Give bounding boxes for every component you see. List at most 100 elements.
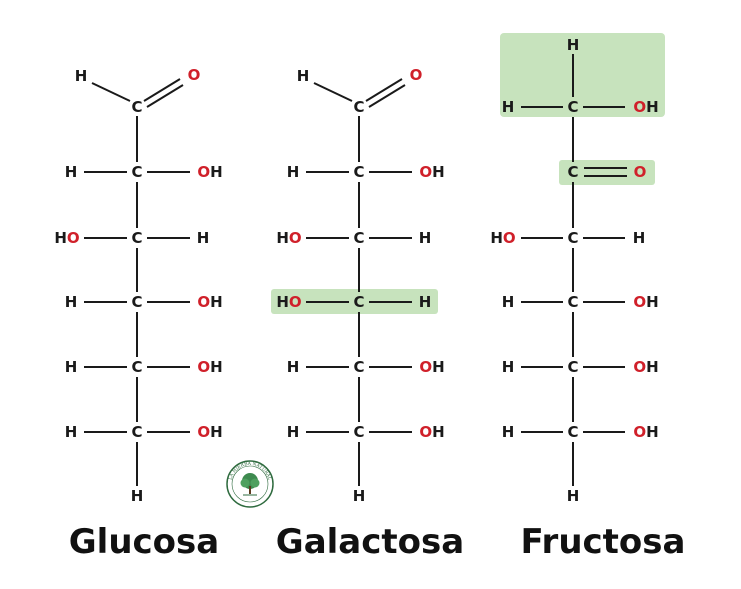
fructosa-structure [521, 54, 627, 486]
atom-h: H [419, 229, 432, 247]
atom-c: C [567, 293, 578, 311]
atom-h: H [353, 487, 366, 505]
atom-h: H [646, 358, 659, 376]
atom-h: H [65, 163, 78, 181]
atom-oh: OH [633, 98, 658, 116]
atom-oh: OH [633, 358, 658, 376]
atom-o: O [419, 163, 432, 181]
atom-h: H [297, 67, 310, 85]
atom-c: C [567, 229, 578, 247]
atom-h: H [276, 229, 289, 247]
atom-h: H [276, 293, 289, 311]
atom-h: H [502, 98, 515, 116]
atom-c: C [567, 163, 578, 181]
atom-ho: HO [276, 293, 301, 311]
atom-oh: OH [197, 293, 222, 311]
atom-h: H [490, 229, 503, 247]
atom-h: H [567, 487, 580, 505]
atom-o: O [289, 229, 302, 247]
atom-c: C [131, 293, 142, 311]
atom-oh: OH [633, 293, 658, 311]
atom-o: O [419, 358, 432, 376]
galactosa-highlight [271, 289, 438, 314]
tree-icon [240, 473, 260, 496]
atom-c: C [353, 98, 364, 116]
atom-o: O [634, 163, 647, 181]
atom-o: O [419, 423, 432, 441]
galactosa-label: Galactosa [276, 522, 464, 562]
fructosa-top-highlight [500, 33, 665, 117]
glucosa-structure [84, 78, 190, 486]
atom-h: H [502, 358, 515, 376]
atom-h: H [502, 293, 515, 311]
atom-c: C [353, 229, 364, 247]
atom-oh: OH [197, 358, 222, 376]
atom-h: H [502, 423, 515, 441]
atom-h: H [419, 293, 432, 311]
atom-c: C [567, 358, 578, 376]
atom-h: H [646, 423, 659, 441]
atom-h: H [65, 293, 78, 311]
fructosa-ketone-highlight [559, 160, 655, 185]
atom-h: H [432, 358, 445, 376]
galactosa-structure [306, 78, 412, 486]
atom-h: H [287, 358, 300, 376]
glucosa-label: Glucosa [69, 522, 219, 562]
atom-oh: OH [633, 423, 658, 441]
atom-o: O [197, 423, 210, 441]
atom-oh: OH [419, 423, 444, 441]
atom-c: C [567, 98, 578, 116]
atom-h: H [131, 487, 144, 505]
atom-h: H [633, 229, 646, 247]
atom-c: C [131, 98, 142, 116]
atom-h: H [567, 36, 580, 54]
atom-oh: OH [197, 423, 222, 441]
atom-c: C [353, 358, 364, 376]
atom-o: O [633, 293, 646, 311]
atom-h: H [646, 293, 659, 311]
atom-h: H [646, 98, 659, 116]
atom-h: H [75, 67, 88, 85]
atom-o: O [410, 66, 423, 84]
atom-o: O [633, 98, 646, 116]
atom-h: H [287, 163, 300, 181]
atom-c: C [131, 163, 142, 181]
fructosa-label: Fructosa [521, 522, 686, 562]
atom-o: O [197, 163, 210, 181]
atom-o: O [197, 293, 210, 311]
atom-o: O [503, 229, 516, 247]
atom-h: H [432, 163, 445, 181]
atom-h: H [197, 229, 210, 247]
glucosa-atoms: H O C H C OH HO C H H C OH H C OH H C OH… [54, 66, 222, 505]
atom-c: C [567, 423, 578, 441]
galactosa-atoms: H O C H C OH HO C H HO C H H C OH H C OH… [276, 66, 444, 505]
atom-c: C [131, 358, 142, 376]
atom-c: C [353, 423, 364, 441]
atom-h: H [210, 358, 223, 376]
atom-ho: HO [490, 229, 515, 247]
atom-o: O [197, 358, 210, 376]
atom-o: O [633, 423, 646, 441]
atom-h: H [65, 423, 78, 441]
atom-h: H [210, 163, 223, 181]
atom-o: O [188, 66, 201, 84]
atom-c: C [353, 293, 364, 311]
atom-oh: OH [419, 163, 444, 181]
atom-ho: HO [54, 229, 79, 247]
atom-ho: HO [276, 229, 301, 247]
fructosa-atoms: H H C OH C O HO C H H C OH H C OH H C OH… [490, 36, 658, 505]
atom-c: C [131, 423, 142, 441]
atom-h: H [54, 229, 67, 247]
atom-h: H [65, 358, 78, 376]
atom-c: C [131, 229, 142, 247]
atom-h: H [210, 423, 223, 441]
atom-oh: OH [419, 358, 444, 376]
atom-c: C [353, 163, 364, 181]
atom-o: O [67, 229, 80, 247]
atom-o: O [289, 293, 302, 311]
brand-logo: LA HIERBA NATURAL [226, 460, 274, 508]
atom-oh: OH [197, 163, 222, 181]
atom-h: H [287, 423, 300, 441]
